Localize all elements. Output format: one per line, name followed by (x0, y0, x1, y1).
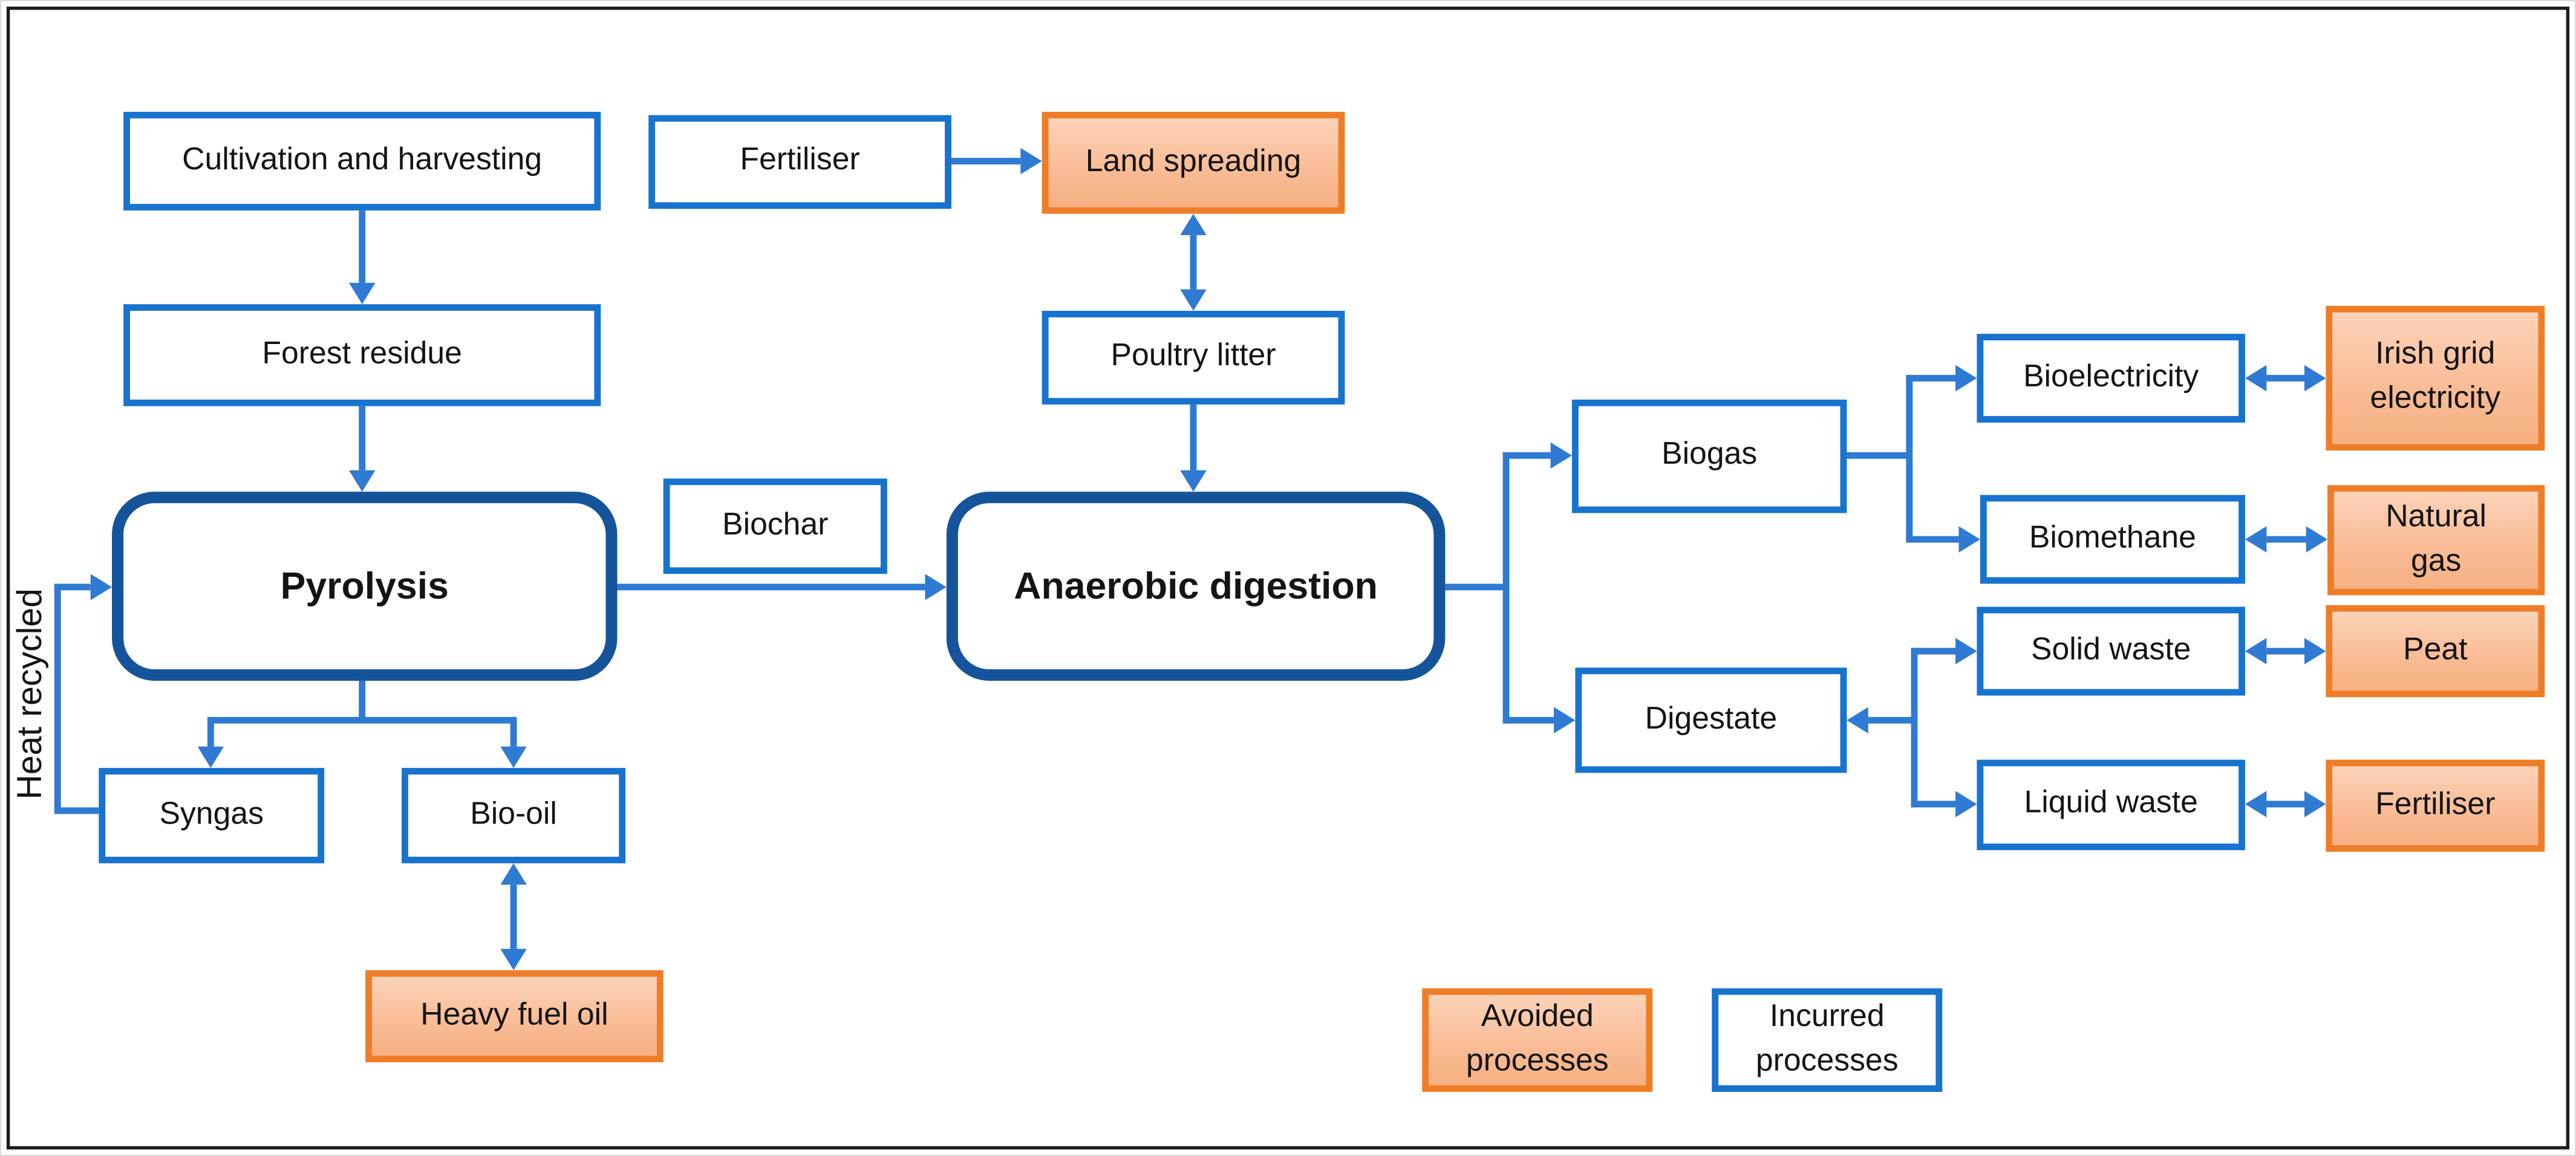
arrow-solidwaste-peat-line (2266, 648, 2304, 655)
arrow-biooil-hfo-down-head (500, 949, 527, 970)
arrow-liquidwaste-fertiliser-line (2266, 800, 2304, 808)
arrow-bioelectricity-grid-line (2266, 375, 2304, 382)
node-pyrolysis: Pyrolysis (112, 492, 618, 681)
heat-recycled-bottom-line (57, 807, 99, 814)
arrow-junction-to-digestate-head (1847, 707, 1868, 734)
arrow-biomethane-naturalgas-line (2266, 536, 2306, 543)
arrow-pyrolysis-to-biooil-stem (510, 716, 517, 747)
node-liquid-waste: Liquid waste (1977, 759, 2245, 851)
arrow-ad-fan-vertical (1502, 452, 1510, 724)
arrow-ad-to-digestate-line (1502, 716, 1554, 724)
node-land-spreading: Land spreading (1042, 111, 1345, 214)
node-heavy-fuel-oil: Heavy fuel oil (365, 970, 664, 1062)
arrow-biogas-out-line (1847, 452, 1909, 459)
arrow-pyrolysis-split-bar (210, 716, 514, 724)
arrow-biomethane-naturalgas-right-head (2306, 526, 2328, 553)
arrow-poultry-to-ad-line (1190, 404, 1197, 470)
node-peat: Peat (2326, 605, 2545, 698)
arrow-biogas-to-biomethane-head (1958, 526, 1980, 553)
arrow-biooil-hfo-up-head (500, 863, 527, 885)
node-digestate: Digestate (1575, 667, 1847, 773)
arrow-biogas-to-bioelectricity-line (1906, 375, 1956, 382)
arrow-pyrolysis-to-ad-line (617, 583, 925, 591)
node-fertiliser-input: Fertiliser (648, 115, 951, 209)
figure-frame (6, 6, 2570, 1150)
node-anaerobic-digestion: Anaerobic digestion (946, 492, 1446, 681)
heat-recycled-label: Heat recycled (11, 588, 50, 800)
arrow-biogas-to-biomethane-line (1906, 536, 1959, 543)
arrow-ad-to-biogas-line (1502, 452, 1551, 459)
node-biogas: Biogas (1571, 399, 1847, 513)
arrow-fertiliser-to-landspreading-head (1020, 148, 1042, 175)
arrow-cultivation-to-forest-line (359, 210, 366, 283)
arrow-pyrolysis-to-syngas-stem (207, 716, 214, 747)
arrow-liquidwaste-fertiliser-left-head (2245, 791, 2267, 817)
arrow-ad-out-line (1445, 583, 1510, 591)
arrow-pyrolysis-split-stem (359, 680, 366, 721)
legend-incurred-processes: Incurred processes (1712, 988, 1943, 1092)
heat-recycled-top-line (54, 583, 91, 591)
arrow-junction-to-solidwaste-line (1911, 648, 1956, 655)
arrow-pyrolysis-to-biooil-head (500, 746, 527, 768)
arrow-fertiliser-to-landspreading-line (951, 158, 1021, 164)
arrow-cultivation-to-forest-head (348, 282, 376, 305)
arrow-landspreading-poultry-down-head (1180, 289, 1207, 311)
arrow-pyrolysis-to-ad-head (925, 574, 947, 600)
node-poultry-litter: Poultry litter (1042, 311, 1345, 405)
node-bio-oil: Bio-oil (402, 768, 626, 863)
arrow-solidwaste-peat-right-head (2304, 638, 2326, 664)
node-solid-waste: Solid waste (1977, 606, 2245, 696)
node-biomethane: Biomethane (1980, 495, 2245, 584)
arrow-forest-to-pyrolysis-line (359, 406, 366, 470)
node-forest-residue: Forest residue (123, 304, 601, 406)
arrow-poultry-to-ad-head (1180, 470, 1207, 492)
arrow-bioelectricity-grid-right-head (2304, 365, 2326, 392)
legend-avoided-processes: Avoided processes (1422, 988, 1653, 1092)
node-cultivation-and-harvesting: Cultivation and harvesting (123, 111, 601, 211)
node-irish-grid-electricity: Irish grid electricity (2326, 305, 2545, 451)
node-natural-gas: Natural gas (2327, 485, 2545, 596)
arrow-forest-to-pyrolysis-head (348, 470, 376, 492)
arrow-ad-to-biogas-head (1550, 442, 1572, 469)
arrow-biooil-hfo-line (510, 885, 517, 949)
arrow-biogas-to-bioelectricity-head (1955, 365, 1977, 392)
node-biochar: Biochar (663, 478, 887, 574)
arrow-junction-to-liquidwaste-head (1955, 791, 1977, 817)
arrow-junction-to-liquidwaste-line (1911, 800, 1956, 808)
node-syngas: Syngas (99, 768, 325, 863)
arrow-liquidwaste-fertiliser-right-head (2304, 791, 2326, 817)
arrow-biomethane-naturalgas-left-head (2245, 526, 2267, 553)
node-fertiliser-avoided: Fertiliser (2326, 759, 2545, 852)
arrow-junction-to-solidwaste-head (1955, 638, 1977, 664)
heat-recycled-vertical-line (54, 583, 61, 814)
arrow-bioelectricity-grid-left-head (2245, 365, 2267, 392)
arrow-landspreading-poultry-up-head (1180, 213, 1207, 235)
heat-recycled-head (90, 574, 112, 600)
arrow-pyrolysis-to-syngas-head (197, 746, 224, 768)
arrow-biogas-fan-vertical (1906, 375, 1913, 543)
arrow-landspreading-poultry-line (1190, 235, 1197, 290)
arrow-digestate-junction-vertical (1911, 648, 1918, 808)
arrow-junction-to-digestate-line (1868, 716, 1911, 724)
node-bioelectricity: Bioelectricity (1977, 334, 2245, 423)
arrow-ad-to-digestate-head (1554, 707, 1576, 734)
arrow-solidwaste-peat-left-head (2245, 638, 2267, 664)
